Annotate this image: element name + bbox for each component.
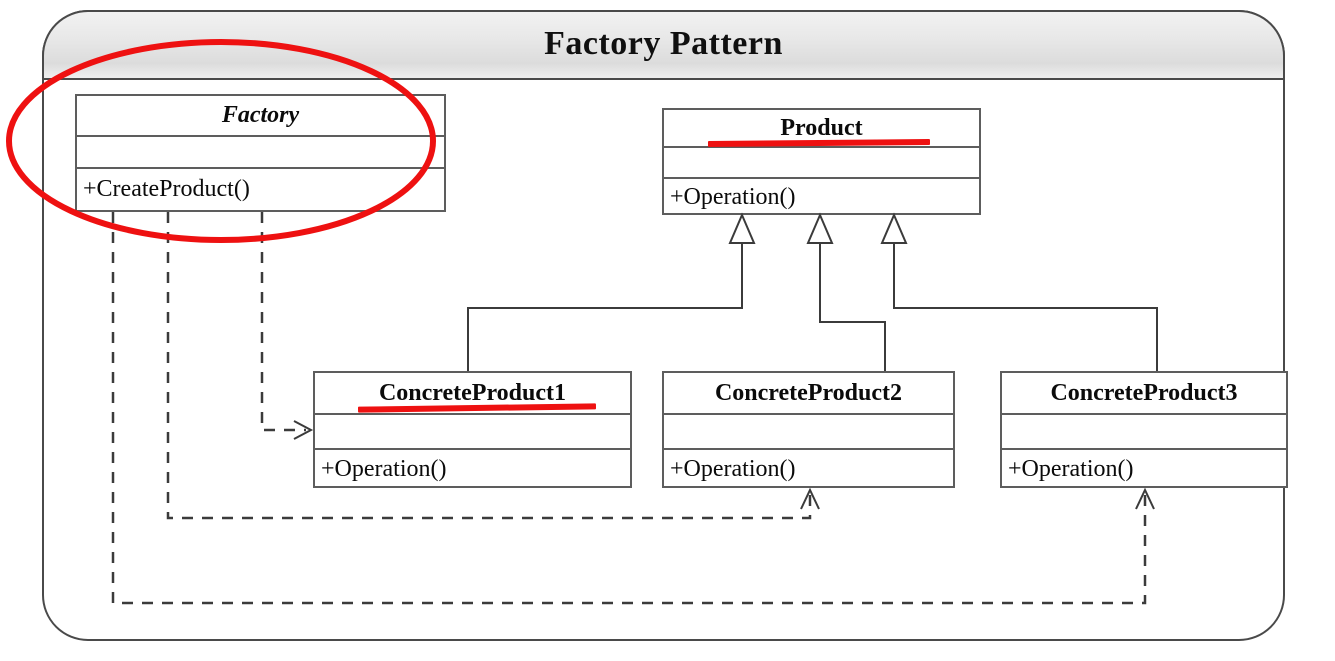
class-attributes-factory <box>77 137 444 169</box>
class-attributes-concrete-product-2 <box>664 415 953 450</box>
class-operations-product: +Operation() <box>670 183 796 210</box>
class-operations-factory: +CreateProduct() <box>83 176 250 202</box>
class-box-factory: Factory +CreateProduct() <box>75 94 446 212</box>
class-box-product: Product +Operation() <box>662 108 981 215</box>
class-operations-concrete-product-2: +Operation() <box>670 455 796 482</box>
class-name-concrete-product-3: ConcreteProduct3 <box>1002 373 1286 415</box>
class-attributes-concrete-product-1 <box>315 415 630 450</box>
class-operations-concrete-product-3: +Operation() <box>1008 455 1134 482</box>
class-box-concrete-product-3: ConcreteProduct3 +Operation() <box>1000 371 1288 488</box>
class-name-factory: Factory <box>77 96 444 137</box>
class-operations-concrete-product-1: +Operation() <box>321 455 447 482</box>
class-attributes-concrete-product-3 <box>1002 415 1286 450</box>
class-name-product: Product <box>664 110 979 148</box>
class-box-concrete-product-1: ConcreteProduct1 +Operation() <box>313 371 632 488</box>
class-attributes-product <box>664 148 979 179</box>
page-title: Factory Pattern <box>544 25 783 62</box>
class-name-concrete-product-2: ConcreteProduct2 <box>664 373 953 415</box>
class-box-concrete-product-2: ConcreteProduct2 +Operation() <box>662 371 955 488</box>
